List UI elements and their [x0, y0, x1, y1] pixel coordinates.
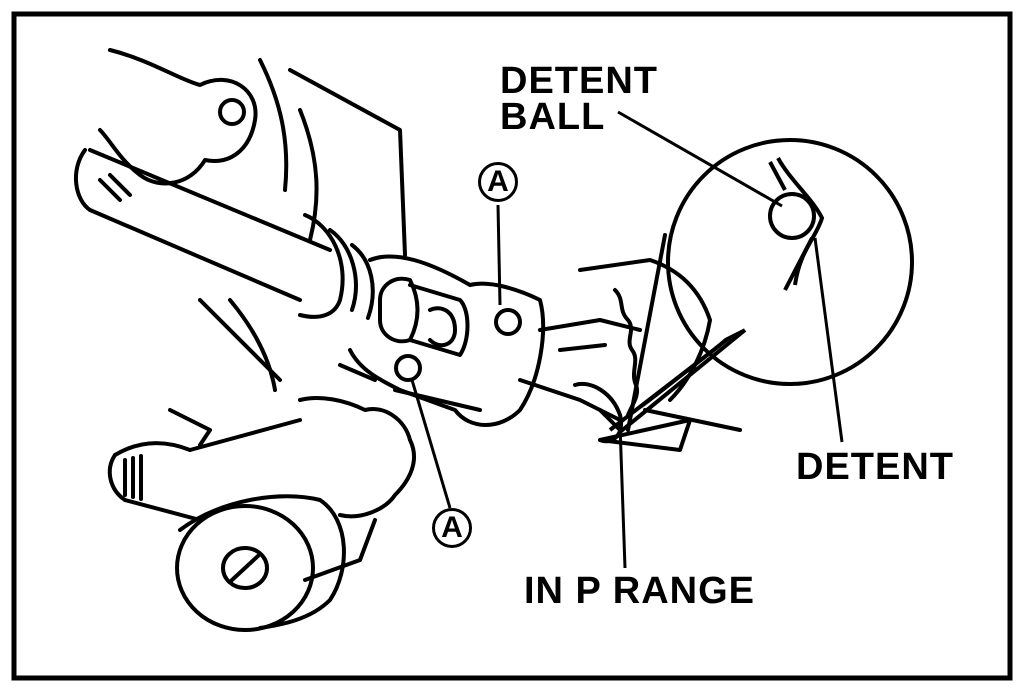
detail-magnifier: [608, 138, 914, 434]
magnifier-circle: [666, 138, 914, 386]
label-detent-ball-line1: DETENT: [500, 60, 658, 102]
label-in-p-range: IN P RANGE: [524, 570, 756, 612]
figure-border: [11, 11, 1013, 681]
detent-groove: [776, 157, 825, 286]
leader-in-p-range: [618, 424, 627, 569]
label-detent-ball-line2: BALL: [500, 96, 606, 138]
leader-detent-ball: [617, 110, 783, 208]
leader-a-bottom: [410, 379, 452, 509]
leader-lines: [410, 110, 844, 569]
callout-a-bottom: A: [432, 508, 472, 548]
callout-a-top: A: [478, 162, 518, 202]
magnifier-pointer-fill: [640, 328, 745, 410]
label-detent: DETENT: [796, 446, 954, 488]
steering-column-drawing: [73, 48, 742, 632]
leader-a-top: [496, 204, 502, 306]
magnifier-pointer-line-2: [618, 328, 747, 434]
leader-detent: [813, 237, 844, 443]
detent-ball: [768, 192, 816, 240]
